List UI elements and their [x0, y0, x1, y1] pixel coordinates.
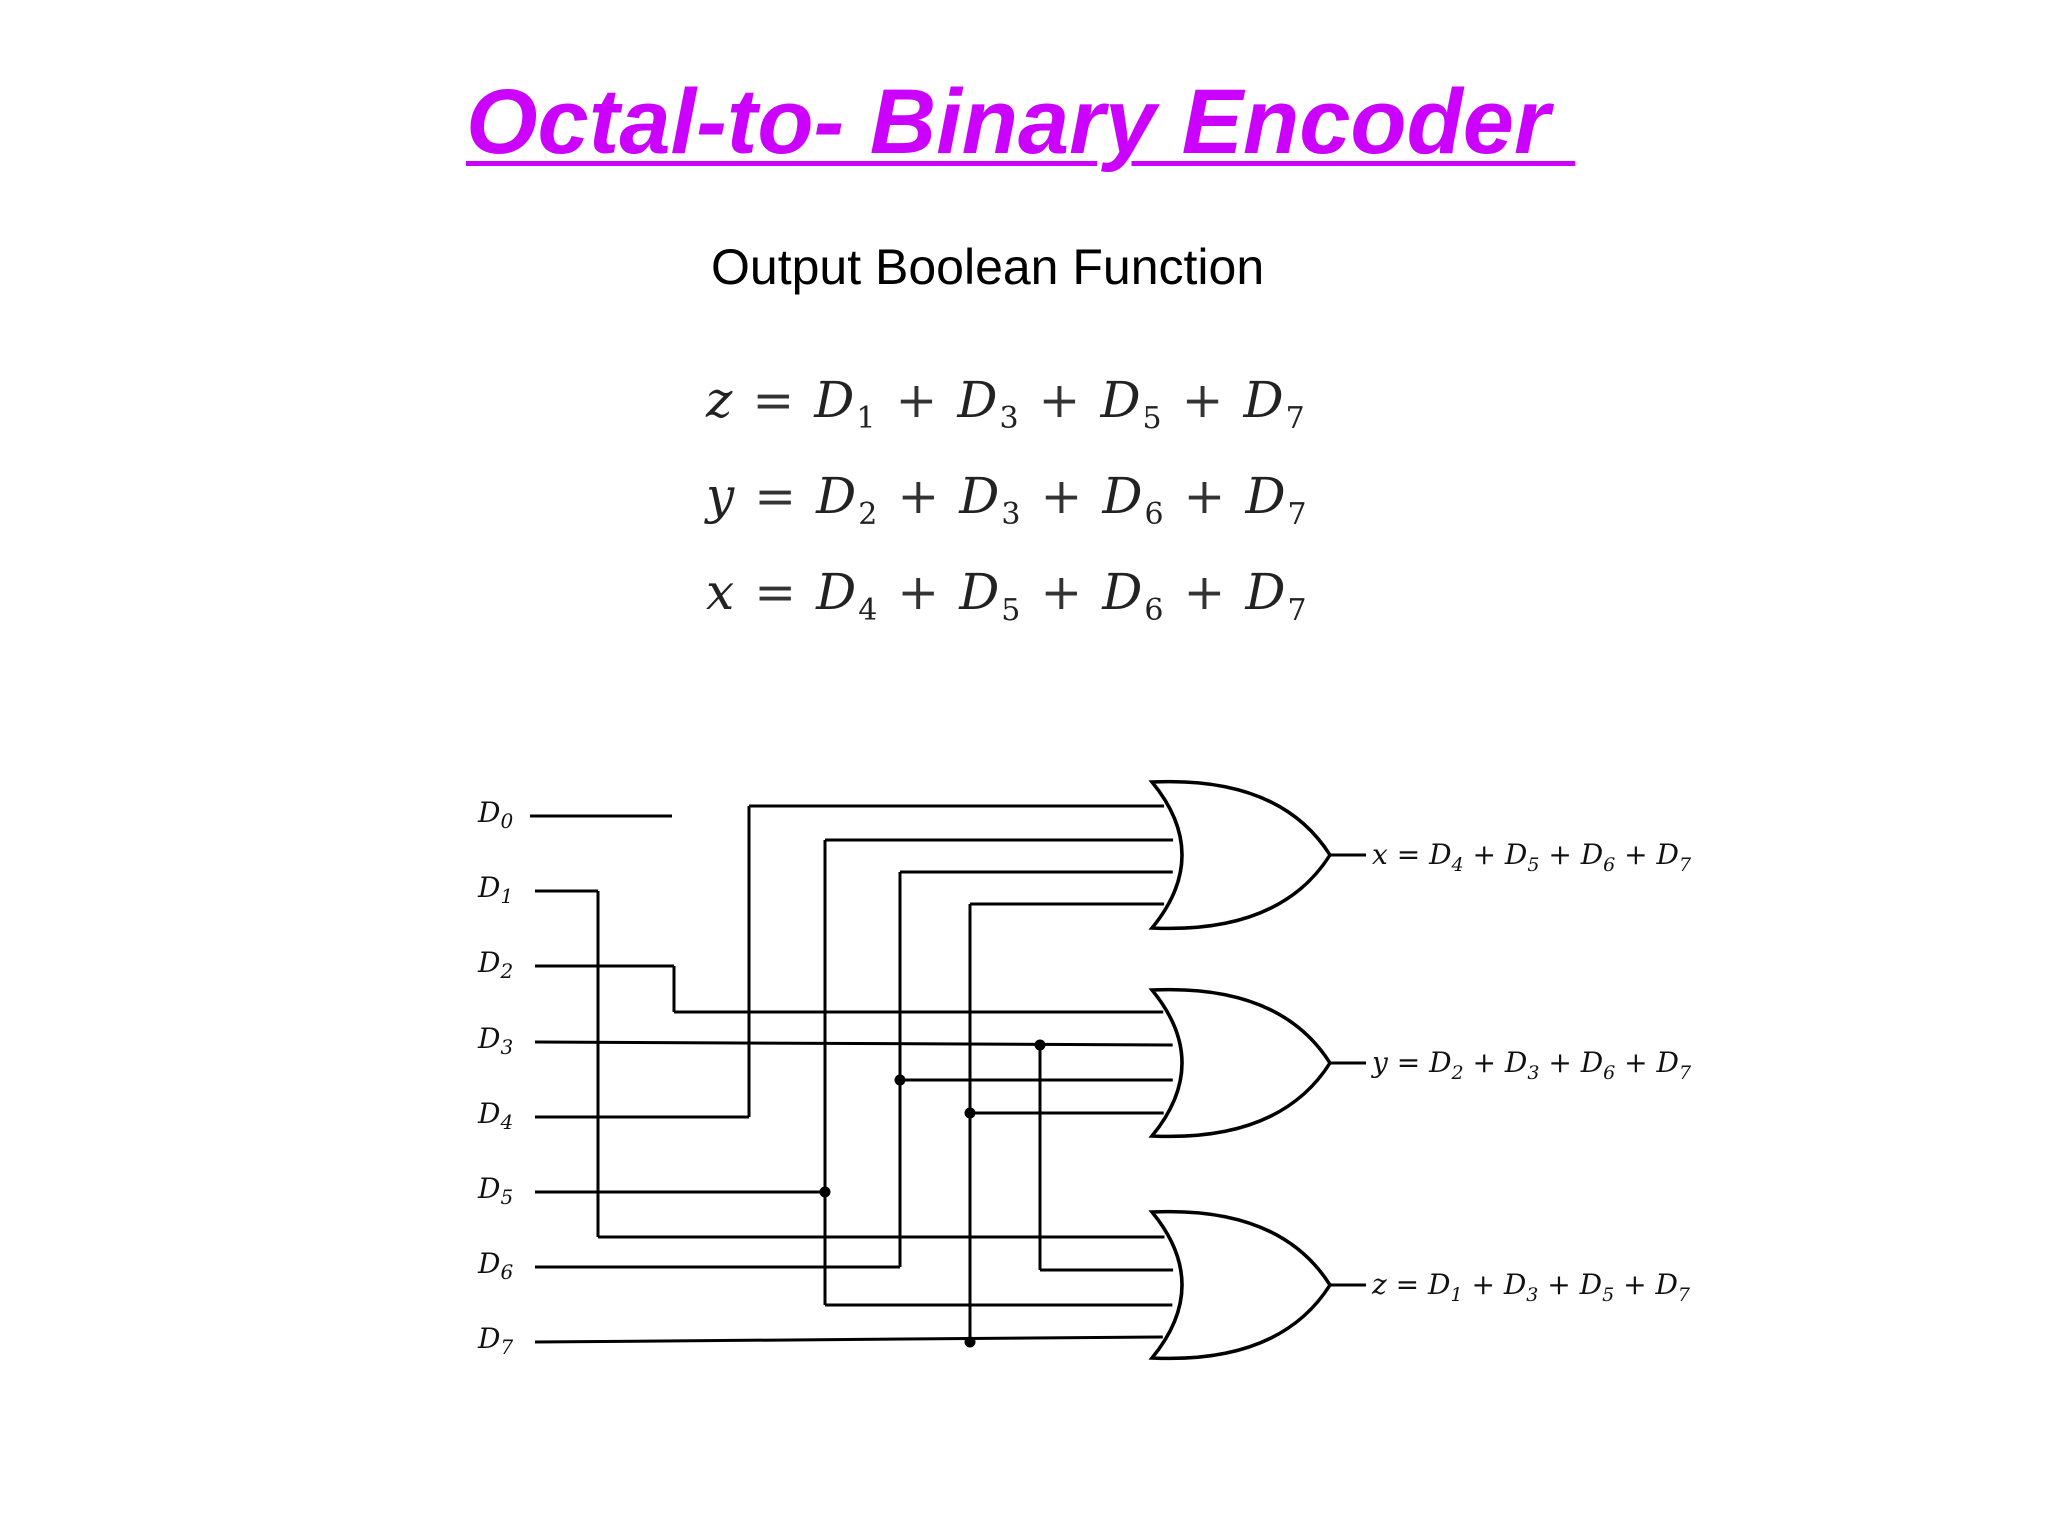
- wire-d3: [534, 1040, 1173, 1047]
- equation-term: D2: [816, 467, 880, 532]
- or-gates: [1148, 779, 1333, 1361]
- junction-dot: [964, 1336, 976, 1348]
- output-label-z: z = D1 + D3 + D5 + D7: [1371, 1268, 1691, 1306]
- equation-lhs: x: [706, 563, 737, 621]
- equation-list: z=D1+D3+D5+D7 y=D2+D3+D6+D7 x=D4+D5+D6+D7: [706, 352, 1309, 640]
- equation-y: y=D2+D3+D6+D7: [706, 467, 1309, 532]
- page-title: Octal-to- Binary Encoder: [466, 71, 1576, 173]
- subtitle: Output Boolean Function: [711, 239, 1265, 295]
- equation-term: D7: [1245, 467, 1309, 532]
- equation-lhs: z: [706, 371, 735, 429]
- wire-d7: [534, 1335, 1163, 1344]
- input-label: D1: [477, 871, 513, 908]
- junction-dot: [964, 1107, 976, 1119]
- input-label: D7: [477, 1322, 513, 1359]
- equation-term: D6: [1102, 563, 1166, 628]
- input-label: D0: [477, 796, 513, 833]
- or-gate-x: [1148, 779, 1333, 931]
- equation-term: D3: [959, 467, 1023, 532]
- input-label: D4: [477, 1097, 513, 1134]
- equation-term: D4: [816, 563, 880, 628]
- input-label: D3: [477, 1022, 513, 1059]
- junction-dot: [894, 1074, 906, 1086]
- equation-x: x=D4+D5+D6+D7: [706, 563, 1309, 628]
- equation-term: D7: [1245, 563, 1309, 628]
- output-label-x: x = D4 + D5 + D6 + D7: [1372, 838, 1692, 876]
- equation-term: D5: [959, 563, 1023, 628]
- equation-z: z=D1+D3+D5+D7: [706, 371, 1307, 436]
- equation-term: D1: [814, 371, 878, 436]
- output-label-y: y = D2 + D3 + D6 + D7: [1370, 1046, 1692, 1084]
- wires: [530, 804, 1366, 1344]
- equation-term: D7: [1243, 371, 1307, 436]
- junction-dot: [819, 1186, 831, 1198]
- input-label: D5: [477, 1172, 513, 1209]
- input-label: D2: [477, 946, 513, 983]
- junction-dot: [1034, 1039, 1046, 1051]
- equation-term: D6: [1102, 467, 1166, 532]
- or-gate-y: [1148, 987, 1333, 1139]
- equation-lhs: y: [706, 467, 737, 525]
- or-gate-z: [1148, 1209, 1333, 1361]
- input-label: D6: [477, 1247, 513, 1284]
- equation-term: D3: [957, 371, 1021, 436]
- junction-dots: [819, 1039, 1046, 1348]
- equation-term: D5: [1100, 371, 1164, 436]
